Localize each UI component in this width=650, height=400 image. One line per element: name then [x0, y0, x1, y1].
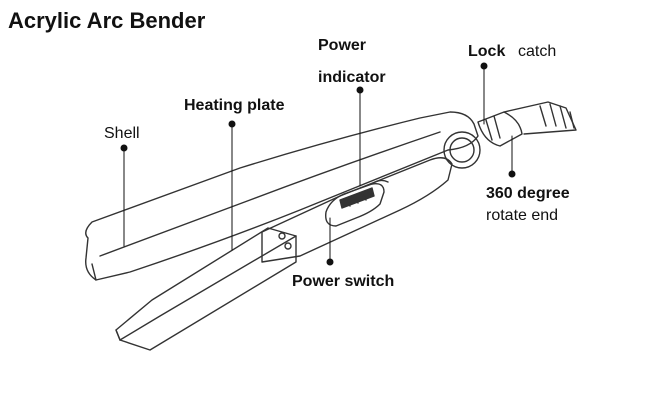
label-power-switch: Power switch	[292, 273, 395, 290]
upper-arm-bottom-edge	[91, 263, 97, 281]
label-shell: Shell	[104, 125, 140, 142]
upper-arm-shell	[85, 111, 479, 281]
heating-plate-tip	[115, 329, 121, 341]
heating-plate	[115, 227, 297, 341]
diagram-title: Acrylic Arc Bender	[8, 8, 206, 33]
label-heating-plate: Heating plate	[184, 97, 285, 114]
hinge-knob	[449, 137, 475, 163]
power-switch-dot	[326, 258, 334, 266]
label-rotate-line2: rotate end	[486, 207, 559, 224]
power-cord	[503, 101, 577, 135]
upper-arm-inner-edge	[99, 131, 441, 257]
lower-arm-shell	[261, 157, 453, 263]
rotate-end-collar	[477, 111, 523, 147]
shell-dot	[120, 144, 128, 152]
label-catch-word: catch	[518, 43, 557, 60]
leader-dots	[120, 62, 516, 266]
label-rotate-line1: 360 degree	[486, 185, 570, 202]
label-lock-word: Lock	[468, 43, 506, 60]
label-power-indicator-line2: indicator	[318, 69, 386, 86]
leader-lines	[123, 65, 513, 263]
label-power-indicator-line1: Power	[318, 37, 367, 54]
rivet-1	[278, 232, 286, 240]
rivet-2	[284, 242, 292, 250]
lock-catch-dot	[480, 62, 488, 70]
power-switch-body	[325, 182, 385, 227]
hinge-ring	[443, 131, 481, 169]
rotate-end-dot	[508, 170, 516, 178]
heating-plate-face	[119, 235, 297, 351]
cord-ridges	[539, 103, 575, 129]
power-indicator-lamp	[371, 179, 389, 185]
heating-plate-dot	[228, 120, 236, 128]
power-indicator-dot	[356, 86, 364, 94]
